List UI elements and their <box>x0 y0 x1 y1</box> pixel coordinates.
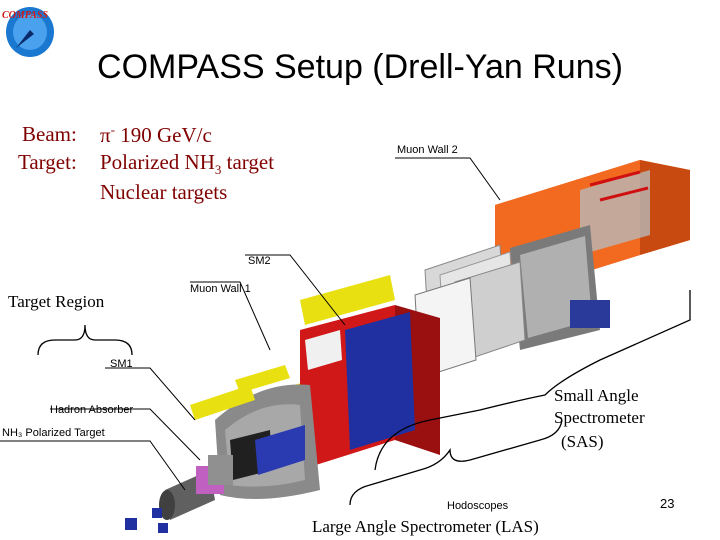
target-line-1-post: target <box>221 150 275 174</box>
polarized-target <box>159 455 233 520</box>
sm2-block <box>510 225 610 350</box>
sas-label-line-3: (SAS) <box>561 432 604 451</box>
compass-logo-icon <box>6 7 54 57</box>
beam-value: π- 190 GeV/c <box>100 122 212 148</box>
beam-label: Beam: <box>22 122 77 146</box>
las-brace <box>349 419 563 506</box>
target-region-label: Target Region <box>8 292 105 311</box>
beam-particle: π <box>100 123 111 147</box>
target-line-1: Polarized NH3 target <box>100 150 274 178</box>
callout-muon-wall-1: Muon Wall 1 <box>190 283 251 295</box>
sas-label-line-2: Spectrometer <box>554 408 645 427</box>
compass-logo: COMPASS <box>2 2 62 60</box>
sas-label-line-1: Small Angle <box>554 386 639 405</box>
compass-logo-text: COMPASS <box>2 10 48 21</box>
sas-bracket <box>374 290 691 471</box>
callout-hodoscopes: Hodoscopes <box>447 500 509 512</box>
beam-energy: 190 GeV/c <box>120 123 212 147</box>
target-region-brace <box>37 324 133 356</box>
callout-sm1: SM1 <box>110 358 133 370</box>
callout-nh3-target: NH₃ Polarized Target <box>2 427 105 439</box>
callout-muon-wall-2: Muon Wall 2 <box>397 144 458 156</box>
target-line-1-sub: 3 <box>214 162 222 178</box>
beam-charge: - <box>110 122 115 137</box>
target-line-2: Nuclear targets <box>100 180 228 204</box>
las-label: Large Angle Spectrometer (LAS) <box>312 517 539 536</box>
target-line-1-pre: Polarized NH <box>100 150 215 174</box>
slide-title: COMPASS Setup (Drell-Yan Runs) <box>97 48 623 86</box>
target-label: Target: <box>18 150 77 174</box>
callout-sm2: SM2 <box>248 255 271 267</box>
callout-hadron-absorber: Hadron Absorber <box>50 404 134 416</box>
page-number: 23 <box>660 496 675 511</box>
calorimeter-block <box>300 305 440 470</box>
